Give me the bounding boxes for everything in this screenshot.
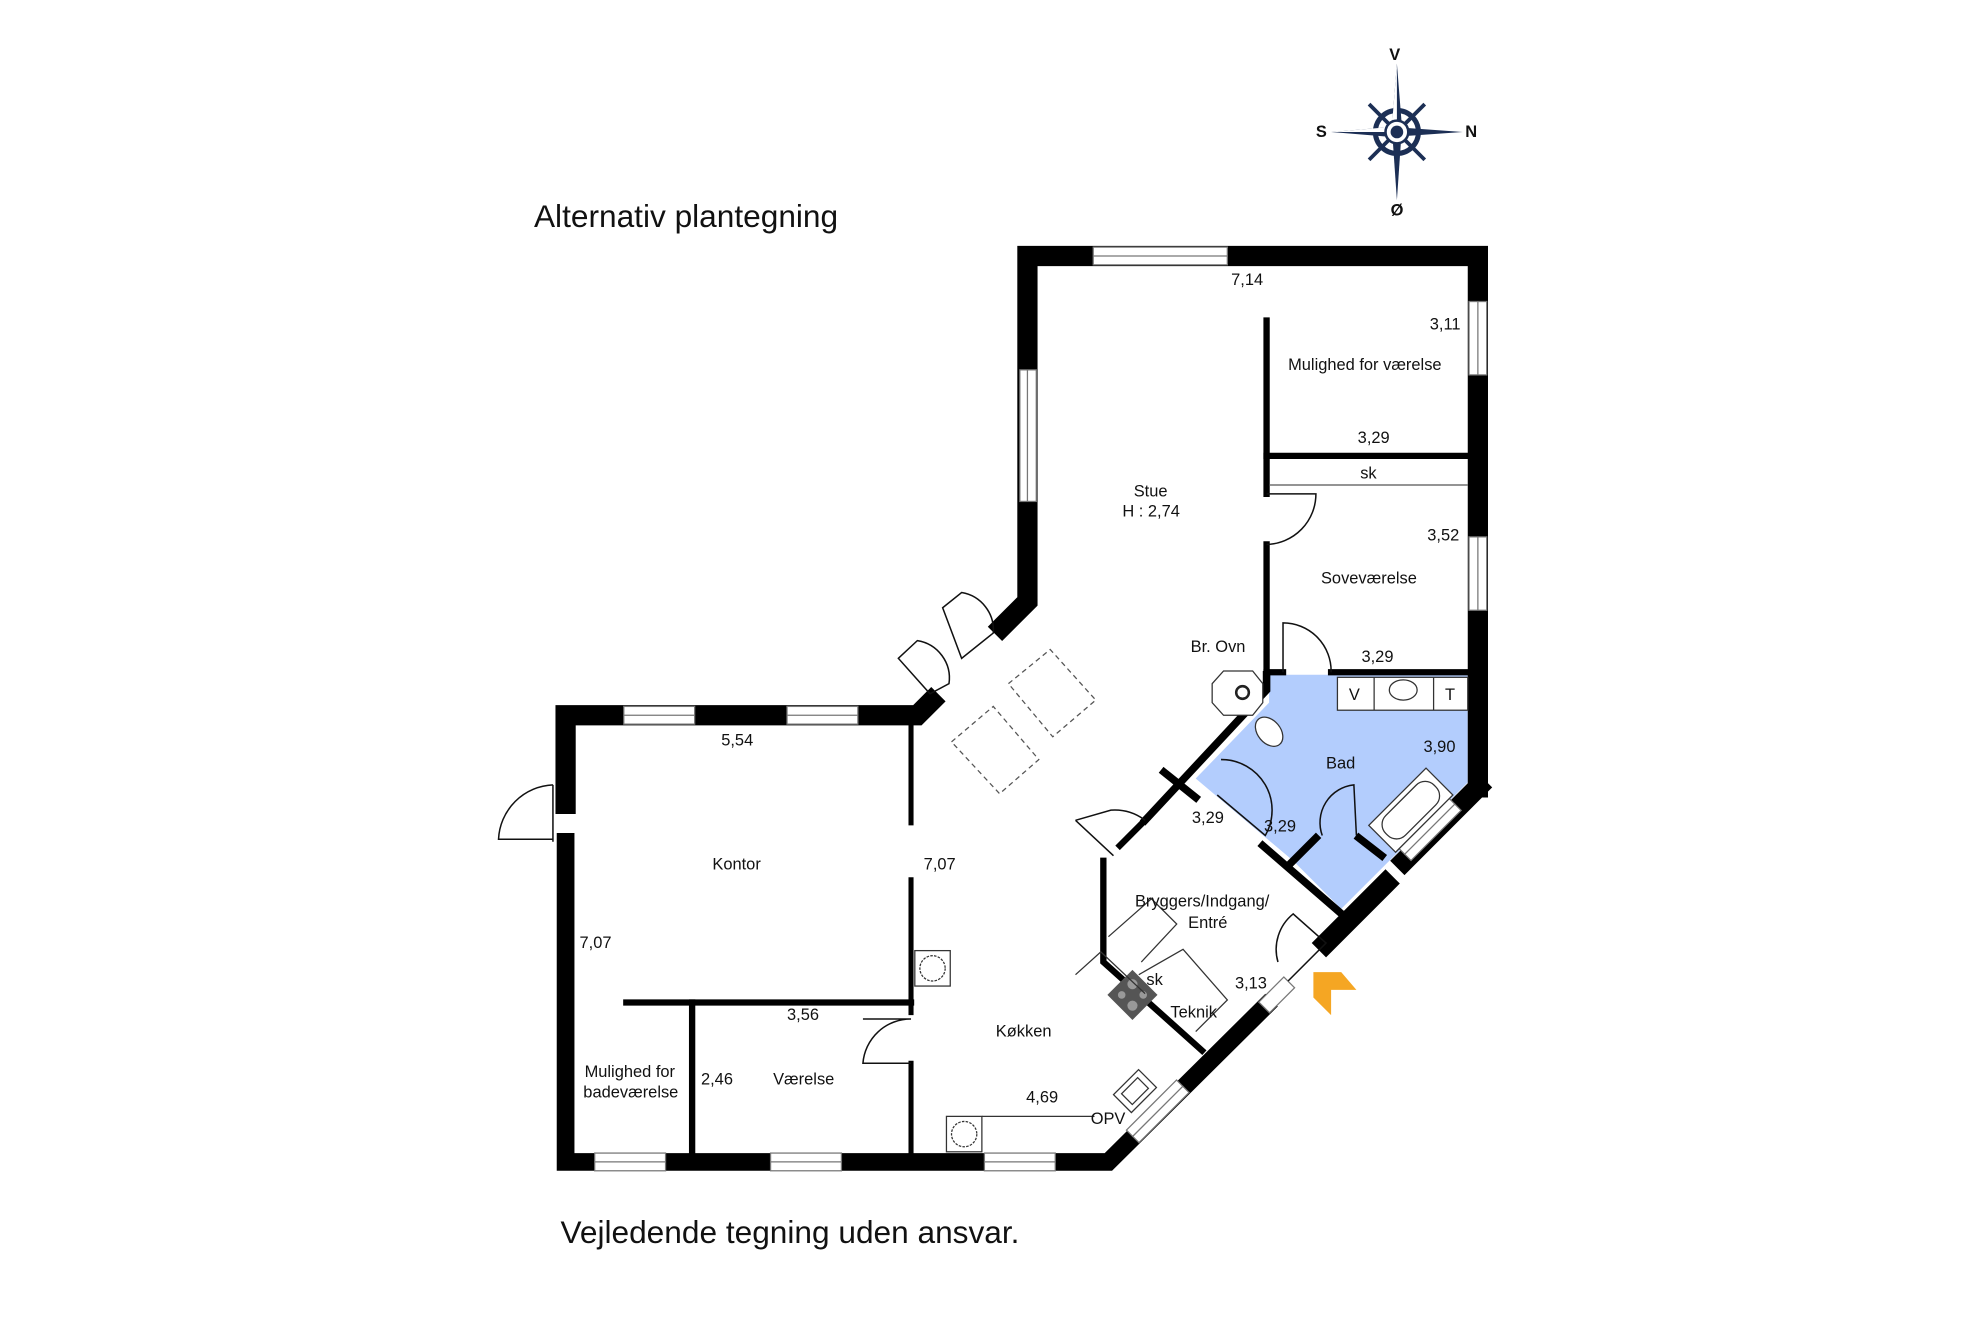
closet-label-2: sk [1146, 971, 1163, 989]
fixtures: V T sk sk Br. Ovn Teknik OPV [914, 465, 1469, 1153]
doors [497, 493, 1358, 1064]
dim-sove-bottom: 3,29 [1361, 648, 1393, 666]
toilet-t-label: T [1445, 686, 1455, 704]
room-labels: Stue H : 2,74 Mulighed for værelse Sovev… [583, 356, 1441, 1102]
compass-label-right: N [1465, 123, 1477, 141]
dim-kontor-right: 7,07 [924, 856, 956, 874]
room-bad: Bad [1326, 754, 1355, 772]
dim-bad-b: 3,29 [1264, 818, 1296, 836]
closet-label-1: sk [1360, 465, 1377, 483]
room-vaerelse: Værelse [773, 1071, 834, 1089]
technical-label: Teknik [1170, 1004, 1217, 1022]
dim-bad-side: 3,90 [1423, 738, 1455, 756]
dim-kontor-top: 5,54 [721, 732, 753, 750]
room-mulighed-bad-2: badeværelse [583, 1083, 678, 1101]
bathtub-icon [1367, 767, 1454, 854]
compass-label-bottom: Ø [1391, 201, 1404, 219]
dim-vaerelse-side: 2,46 [701, 1071, 733, 1089]
toilet-icon [1254, 716, 1284, 747]
windows [594, 246, 1488, 1172]
dimensions: 7,14 3,11 3,29 3,52 3,29 3,90 3,29 3,29 … [580, 271, 1461, 1106]
toilet-v-label: V [1349, 686, 1360, 704]
compass-rose-icon: V N Ø S [1316, 46, 1477, 220]
skylights [950, 648, 1097, 795]
room-bryggers-2: Entré [1188, 914, 1227, 932]
room-stue: Stue [1134, 482, 1168, 500]
dim-sove-side: 3,52 [1427, 527, 1459, 545]
compass-label-left: S [1316, 123, 1327, 141]
room-stue-height: H : 2,74 [1122, 503, 1180, 521]
stove-label: Br. Ovn [1191, 638, 1246, 656]
room-bryggers-1: Bryggers/Indgang/ [1135, 892, 1270, 910]
plan-title: Alternativ plantegning [534, 198, 838, 234]
dim-koekken: 4,69 [1026, 1088, 1058, 1106]
compass-label-top: V [1389, 46, 1400, 64]
room-koekken: Køkken [996, 1023, 1052, 1041]
entrance-arrow-icon [1313, 972, 1357, 1016]
room-sovevaerelse: Soveværelse [1321, 570, 1417, 588]
disclaimer: Vejledende tegning uden ansvar. [561, 1214, 1020, 1250]
room-mulighed-vaerelse: Mulighed for værelse [1288, 356, 1441, 374]
dim-stue-top: 7,14 [1231, 271, 1263, 289]
dim-mulighed-side: 3,11 [1430, 315, 1461, 333]
ventilation-icon [914, 949, 951, 987]
dim-vaerelse-top: 3,56 [787, 1006, 819, 1024]
room-kontor: Kontor [712, 856, 761, 874]
dim-mulighed-bottom: 3,29 [1358, 429, 1390, 447]
dishwasher-label: OPV [1091, 1110, 1126, 1128]
interior-walls [623, 317, 1471, 1158]
dim-bad-a: 3,29 [1192, 809, 1224, 827]
room-mulighed-bad-1: Mulighed for [585, 1063, 676, 1081]
dim-bryggers: 3,13 [1235, 975, 1267, 993]
dim-kontor-side: 7,07 [580, 934, 612, 952]
